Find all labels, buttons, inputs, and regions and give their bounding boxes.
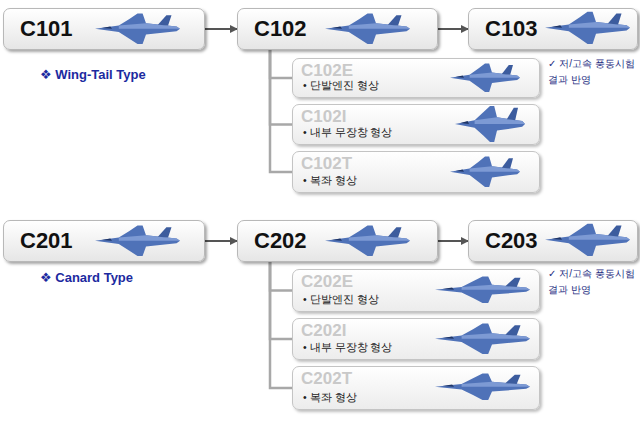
variant-description: • 내부 무장창 형상: [303, 341, 392, 355]
variant-description: • 복좌 형상: [303, 174, 357, 188]
design-code: C202E: [301, 272, 353, 292]
note-text: ✓ 저/고속 풍동시험 결과 반영: [548, 56, 638, 88]
design-code: C203: [485, 228, 538, 254]
variant-box: C102T• 복좌 형상: [292, 151, 540, 193]
variant-description: • 단발엔진 형상: [303, 293, 379, 307]
flow-arrow: [205, 28, 237, 30]
design-box: C201: [3, 220, 205, 262]
design-box: C103: [468, 8, 638, 50]
flow-arrow: [205, 240, 237, 242]
variant-box: C102I• 내부 무장창 형상: [292, 104, 540, 145]
branch-line: [270, 262, 292, 339]
variant-box: C102E• 단발엔진 형상: [292, 58, 540, 98]
design-code: C102E: [301, 61, 353, 81]
design-code: C103: [485, 16, 538, 42]
branch-line: [270, 262, 292, 291]
design-code: C102T: [301, 154, 352, 174]
branch-line: [270, 50, 292, 172]
variant-box: C202T • 복좌 형상: [292, 366, 540, 410]
design-code: C202T: [301, 369, 352, 389]
branch-line: [270, 50, 292, 78]
branch-line: [270, 262, 292, 388]
flow-arrow: [438, 240, 468, 242]
variant-description: • 복좌 형상: [303, 391, 357, 405]
design-box: C102: [237, 8, 438, 50]
variant-description: • 내부 무장창 형상: [303, 126, 392, 140]
type-label: ❖ Wing-Tail Type: [40, 67, 146, 82]
design-code: C102I: [301, 107, 346, 127]
variant-box: C202I• 내부 무장창 형상: [292, 318, 540, 360]
design-code: C101: [20, 16, 73, 42]
design-box: C203: [468, 220, 638, 262]
type-label: ❖ Canard Type: [40, 270, 133, 285]
variant-description: • 단발엔진 형상: [303, 79, 379, 93]
design-code: C202I: [301, 321, 346, 341]
design-code: C202: [254, 228, 307, 254]
design-box: C101: [3, 8, 205, 50]
note-text: ✓ 저/고속 풍동시험 결과 반영: [548, 266, 638, 298]
branch-line: [270, 50, 292, 125]
flow-arrow: [438, 28, 468, 30]
design-code: C201: [20, 228, 73, 254]
design-code: C102: [254, 16, 307, 42]
design-box: C202: [237, 220, 438, 262]
variant-box: C202E• 단발엔진 형상: [292, 269, 540, 312]
